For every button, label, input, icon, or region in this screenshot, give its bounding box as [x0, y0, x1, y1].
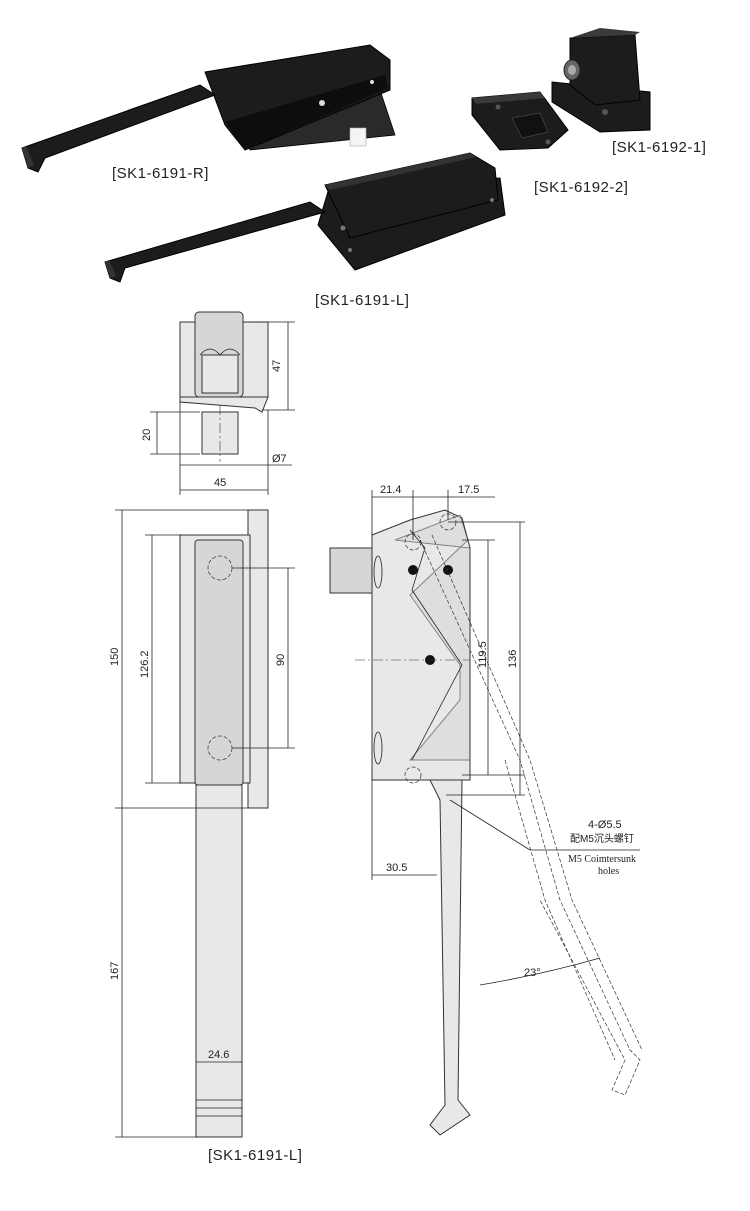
dim-21-4: 21.4 [380, 484, 401, 496]
dim-angle-23: 23° [524, 967, 541, 979]
handle-l-photo [104, 152, 506, 283]
dim-30-5: 30.5 [386, 862, 407, 874]
front-view-drawing [115, 509, 295, 1138]
label-sk1-6192-1: [SK1-6192-1] [612, 139, 706, 156]
dim-136: 136 [507, 650, 519, 668]
label-sk1-6191-l-photo: [SK1-6191-L] [315, 292, 409, 309]
dim-20: 20 [141, 429, 153, 441]
note-holes: 4-Ø5.5 [588, 819, 622, 831]
handle-r-photo [21, 44, 396, 173]
keeper-1-photo [551, 28, 651, 133]
note-english-2: holes [598, 866, 619, 877]
top-view-drawing [150, 311, 295, 495]
label-sk1-6191-l-drawing: [SK1-6191-L] [208, 1147, 302, 1164]
dim-119-5: 119.5 [477, 641, 489, 668]
dim-126-2: 126.2 [139, 650, 151, 678]
keeper-2-photo [471, 91, 569, 151]
dim-167: 167 [109, 962, 121, 980]
dim-90: 90 [275, 654, 287, 666]
note-english-1: M5 Coimtersunk [568, 854, 636, 865]
label-sk1-6191-r: [SK1-6191-R] [112, 165, 209, 182]
side-view-drawing [329, 490, 643, 1136]
dim-150: 150 [109, 648, 121, 666]
label-sk1-6192-2: [SK1-6192-2] [534, 179, 628, 196]
dim-47: 47 [271, 360, 283, 372]
dim-24-6: 24.6 [208, 1049, 229, 1061]
dim-45: 45 [214, 477, 226, 489]
note-chinese: 配M5沉头螺钉 [570, 832, 634, 845]
dim-17-5: 17.5 [458, 484, 479, 496]
dim-dia-7: Ø7 [272, 453, 287, 465]
